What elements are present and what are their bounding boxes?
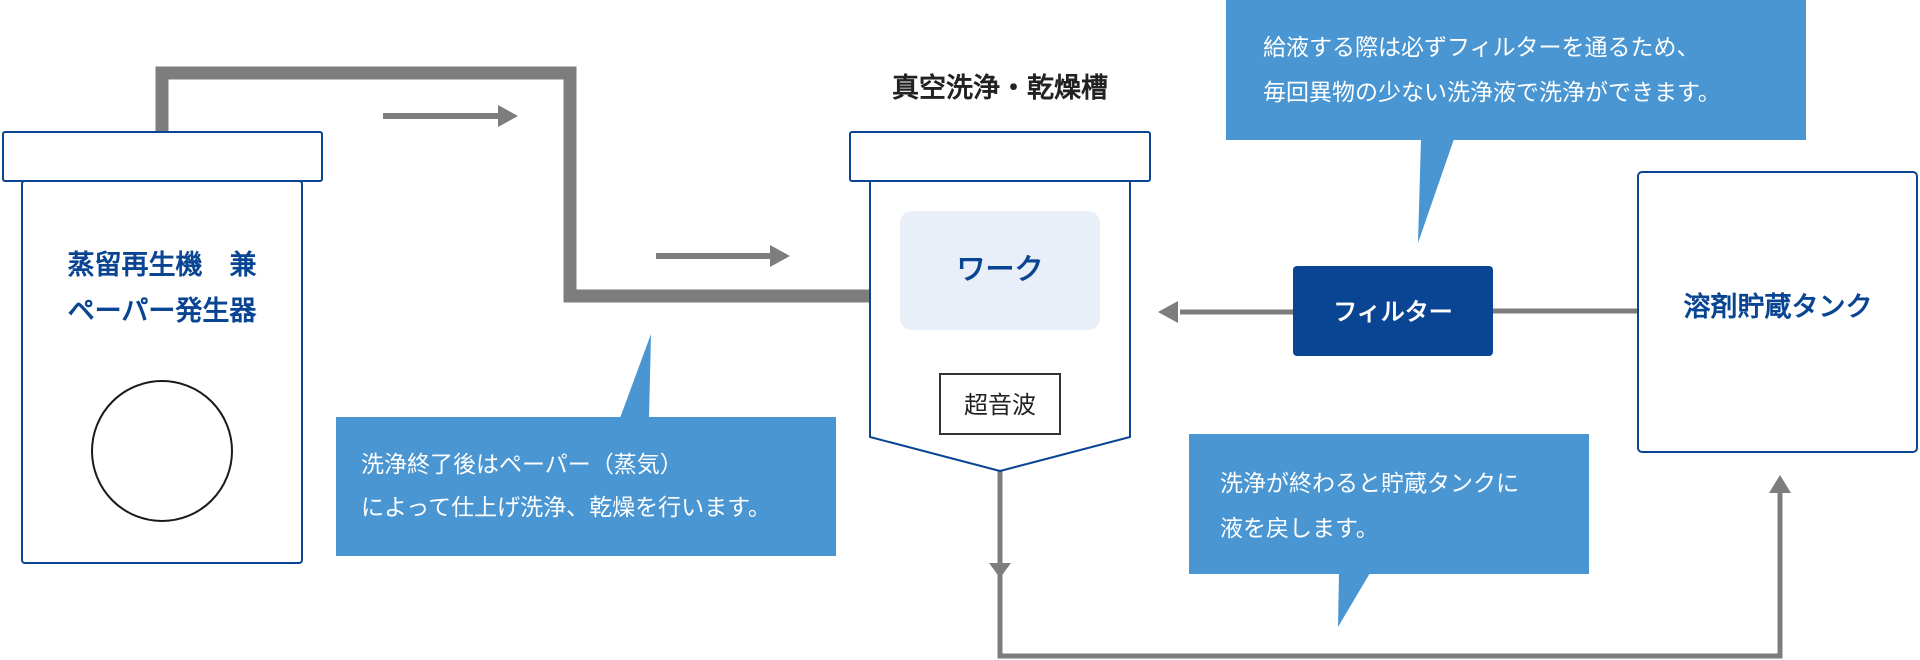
distiller-lid [2, 131, 323, 182]
callout-filter-line1: 給液する際は必ずフィルターを通るため、 [1263, 35, 1700, 61]
callout-paper-line2: によって仕上げ洗浄、乾燥を行います。 [361, 495, 771, 521]
filter-label: フィルター [1333, 298, 1453, 326]
chamber-lid [849, 131, 1151, 182]
storage-tank: 溶剤貯蔵タンク [1637, 171, 1918, 453]
arrow-down-icon [989, 563, 1011, 578]
tank-box [1637, 171, 1918, 453]
filter-box [1293, 266, 1493, 356]
callout-filter: 給液する際は必ずフィルターを通るため、 毎回異物の少ない洗浄液で洗浄ができます。 [1226, 0, 1806, 243]
arrow-right-icon [383, 105, 518, 127]
work-area [900, 211, 1100, 330]
arrow-up-icon [1769, 475, 1791, 493]
arrow-left-icon [1158, 301, 1294, 323]
filter-unit: フィルター [1293, 266, 1493, 356]
work-label: ワーク [956, 252, 1043, 286]
distiller-unit: 蒸留再生機 兼 ペーパー発生器 [2, 131, 323, 564]
distiller-title-line2: ペーパー発生器 [68, 296, 258, 327]
distiller-body [21, 180, 303, 564]
callout-return: 洗浄が終わると貯蔵タンクに 液を戻します。 [1189, 434, 1589, 627]
callout-return-line1: 洗浄が終わると貯蔵タンクに [1220, 471, 1519, 497]
distiller-title-line1: 蒸留再生機 兼 [68, 249, 257, 281]
callout-filter-line2: 毎回異物の少ない洗浄液で洗浄ができます。 [1263, 80, 1721, 106]
chamber-title: 真空洗浄・乾燥槽 [892, 72, 1108, 104]
callout-paper: 洗浄終了後はペーパー（蒸気） によって仕上げ洗浄、乾燥を行います。 [336, 334, 836, 556]
steam-pipe [155, 66, 870, 303]
cleaning-chamber: 真空洗浄・乾燥槽 ワーク 超音波 [849, 72, 1151, 472]
callout-return-line2: 液を戻します。 [1220, 516, 1379, 542]
callout-paper-line1: 洗浄終了後はペーパー（蒸気） [361, 452, 683, 478]
distiller-circle [91, 380, 233, 522]
tank-label: 溶剤貯蔵タンク [1684, 291, 1873, 323]
ultrasonic-box [939, 373, 1061, 435]
arrow-right-icon [656, 245, 790, 267]
ultrasonic-label: 超音波 [964, 391, 1036, 419]
